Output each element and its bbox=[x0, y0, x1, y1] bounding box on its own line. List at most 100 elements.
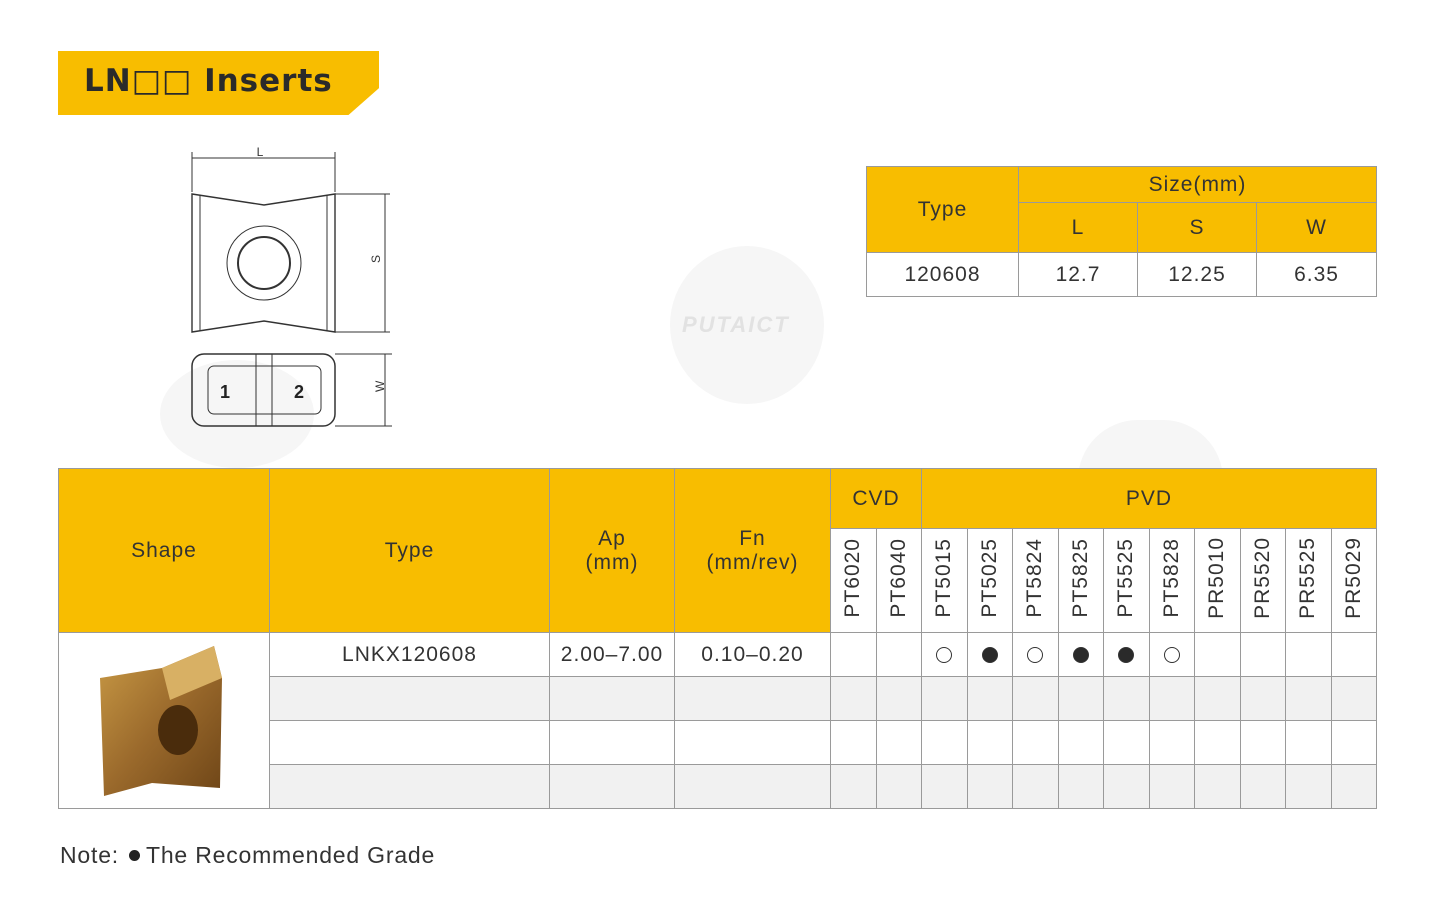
grade-cell bbox=[1148, 676, 1195, 721]
note: Note:The Recommended Grade bbox=[60, 842, 435, 869]
grade-header: PT5025 bbox=[966, 528, 1013, 633]
grade-cell bbox=[1057, 720, 1104, 765]
grade-cell bbox=[1194, 676, 1241, 721]
filled-dot-icon bbox=[128, 849, 140, 861]
grade-label: PR5520 bbox=[1250, 536, 1274, 619]
grade-cell bbox=[1285, 676, 1332, 721]
insert-photo bbox=[92, 638, 234, 800]
grade-cell bbox=[966, 764, 1013, 809]
filled-circle-icon bbox=[1118, 646, 1135, 663]
grade-cell bbox=[1103, 632, 1150, 677]
grade-cell bbox=[921, 764, 968, 809]
grade-cell bbox=[830, 764, 877, 809]
size-S: 12.25 bbox=[1137, 252, 1257, 297]
grade-cell bbox=[875, 764, 922, 809]
watermark: PUTAICT bbox=[682, 312, 790, 337]
ap-unit: (mm) bbox=[585, 550, 639, 574]
fn-header: Fn(mm/rev) bbox=[674, 468, 831, 633]
fn-cell bbox=[674, 764, 831, 809]
title-banner: LN□□ Inserts bbox=[58, 51, 379, 115]
grade-cell bbox=[1148, 720, 1195, 765]
grade-label: PR5525 bbox=[1296, 536, 1320, 619]
grade-cell bbox=[1285, 632, 1332, 677]
type-cell bbox=[269, 720, 550, 765]
grade-cell bbox=[1239, 632, 1286, 677]
grade-cell bbox=[1285, 764, 1332, 809]
grade-header: PT5828 bbox=[1148, 528, 1195, 633]
grade-label: PR5010 bbox=[1205, 536, 1229, 619]
grade-cell bbox=[966, 720, 1013, 765]
type-cell bbox=[269, 676, 550, 721]
fn-cell bbox=[674, 720, 831, 765]
ap-cell bbox=[549, 764, 675, 809]
grade-cell bbox=[1103, 676, 1150, 721]
grade-cell bbox=[1012, 720, 1059, 765]
edge-1-label: 1 bbox=[220, 382, 230, 402]
fn-cell bbox=[674, 676, 831, 721]
grade-cell bbox=[1194, 764, 1241, 809]
grade-cell bbox=[1057, 632, 1104, 677]
grade-cell bbox=[875, 720, 922, 765]
grade-cell bbox=[1148, 632, 1195, 677]
grade-table: Shape Type Ap(mm) Fn(mm/rev) CVD PVD PT6… bbox=[58, 468, 1377, 809]
grade-cell bbox=[1012, 764, 1059, 809]
grade-cell bbox=[966, 676, 1013, 721]
grade-header: PT5825 bbox=[1057, 528, 1104, 633]
grade-cell bbox=[875, 676, 922, 721]
grade-cell bbox=[1057, 764, 1104, 809]
filled-circle-icon bbox=[981, 646, 998, 663]
type-header: Type bbox=[269, 468, 550, 633]
grade-label: PT5824 bbox=[1023, 537, 1047, 618]
ap-label: Ap bbox=[598, 526, 626, 550]
ap-cell: 2.00–7.00 bbox=[549, 632, 675, 677]
grade-cell bbox=[1330, 676, 1377, 721]
note-label: Note: bbox=[60, 842, 119, 868]
size-W: 6.35 bbox=[1255, 252, 1378, 297]
shape-header: Shape bbox=[58, 468, 270, 633]
grade-cell bbox=[1239, 764, 1286, 809]
grade-header: PT5824 bbox=[1012, 528, 1059, 633]
ap-cell bbox=[549, 720, 675, 765]
insert-diagram: L S W 1 2 bbox=[191, 145, 392, 427]
size-header: Size(mm) bbox=[1017, 166, 1378, 203]
dim-L-label: L bbox=[257, 145, 264, 159]
grade-cell bbox=[921, 676, 968, 721]
grade-header: PT5015 bbox=[921, 528, 968, 633]
size-col-L: L bbox=[1018, 202, 1138, 253]
table-row bbox=[59, 764, 1377, 809]
grade-header: PT5525 bbox=[1103, 528, 1150, 633]
fn-unit: (mm/rev) bbox=[706, 550, 799, 574]
grade-header: PT6040 bbox=[875, 528, 922, 633]
fn-label: Fn bbox=[739, 526, 766, 550]
ap-header: Ap(mm) bbox=[549, 468, 675, 633]
open-circle-icon bbox=[936, 646, 953, 663]
pvd-header: PVD bbox=[921, 468, 1377, 529]
fn-cell: 0.10–0.20 bbox=[674, 632, 831, 677]
open-circle-icon bbox=[1163, 646, 1180, 663]
grade-label: PT5828 bbox=[1159, 537, 1183, 618]
grade-cell bbox=[1012, 676, 1059, 721]
dim-S-label: S bbox=[369, 255, 383, 263]
grade-cell bbox=[1330, 720, 1377, 765]
edge-2-label: 2 bbox=[294, 382, 304, 402]
grade-label: PT5015 bbox=[932, 537, 956, 618]
type-cell: LNKX120608 bbox=[269, 632, 550, 677]
size-type-header: Type bbox=[866, 166, 1019, 253]
grade-label: PT5025 bbox=[977, 537, 1001, 618]
grade-cell bbox=[1148, 764, 1195, 809]
grade-cell bbox=[830, 676, 877, 721]
filled-circle-icon bbox=[1072, 646, 1089, 663]
grade-cell bbox=[1239, 676, 1286, 721]
watermark-circle bbox=[670, 246, 824, 404]
size-col-W: W bbox=[1255, 202, 1378, 253]
grade-cell bbox=[830, 720, 877, 765]
table-row bbox=[59, 676, 1377, 721]
dim-W-label: W bbox=[373, 380, 387, 392]
grade-cell bbox=[830, 632, 877, 677]
grade-cell bbox=[1330, 764, 1377, 809]
grade-label: PT6020 bbox=[841, 537, 865, 618]
grade-cell bbox=[1194, 720, 1241, 765]
grade-cell bbox=[1330, 632, 1377, 677]
